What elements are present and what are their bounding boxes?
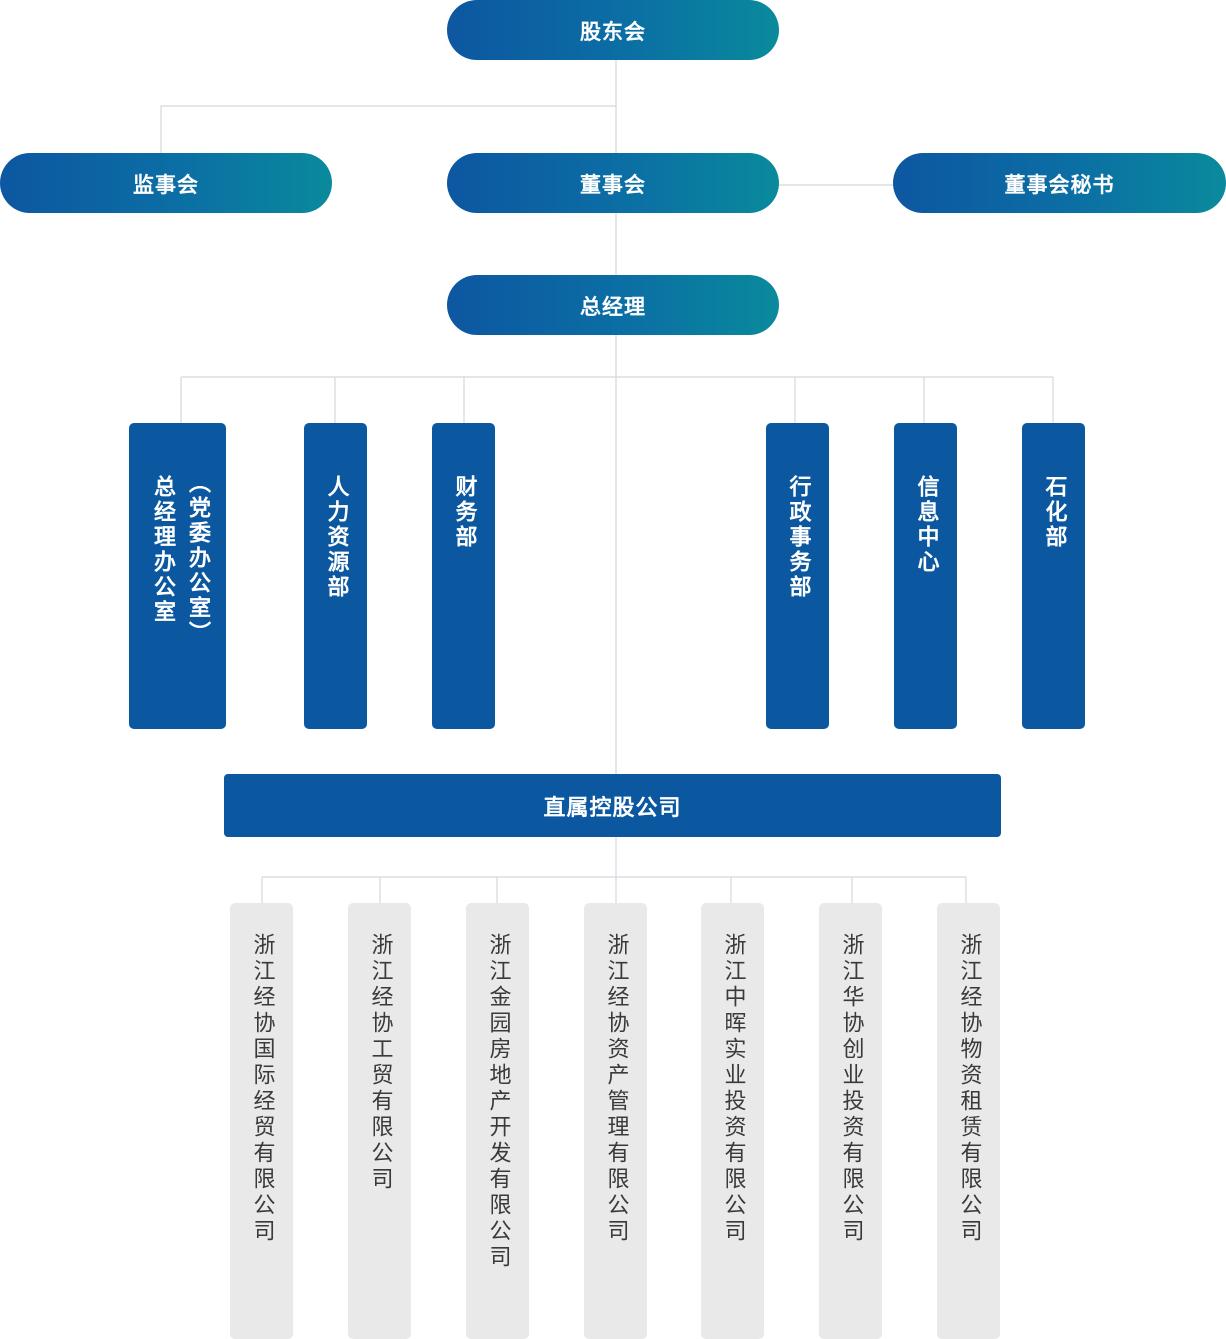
department-label: 信息中心 — [913, 475, 939, 575]
subsidiary-label: 浙江经协国际经贸有限公司 — [249, 933, 275, 1245]
department-label: 总经理办公室 — [150, 475, 175, 625]
department-finance: 财务部 — [432, 423, 495, 729]
department-label: 行政事务部 — [785, 475, 811, 600]
shareholders-node: 股东会 — [447, 0, 779, 60]
subsidiary-label: 浙江经协资产管理有限公司 — [603, 933, 629, 1245]
subsidiary-card: 浙江经协物资租赁有限公司 — [937, 903, 1000, 1339]
department-label: 财务部 — [451, 475, 477, 550]
subsidiary-label: 浙江中晖实业投资有限公司 — [720, 933, 746, 1245]
subsidiary-card: 浙江经协工贸有限公司 — [348, 903, 411, 1339]
general-manager-node: 总经理 — [447, 275, 779, 335]
department-label: 石化部 — [1041, 475, 1067, 550]
supervisors-node: 监事会 — [0, 153, 332, 213]
subsidiary-card: 浙江华协创业投资有限公司 — [819, 903, 882, 1339]
subsidiary-label: 浙江金园房地产开发有限公司 — [485, 933, 511, 1271]
subsidiary-label: 浙江华协创业投资有限公司 — [838, 933, 864, 1245]
holding-company-bar: 直属控股公司 — [224, 774, 1001, 837]
department-admin: 行政事务部 — [766, 423, 829, 729]
subsidiary-card: 浙江经协资产管理有限公司 — [584, 903, 647, 1339]
board-node: 董事会 — [447, 153, 779, 213]
department-label: 人力资源部 — [323, 475, 349, 600]
department-hr: 人力资源部 — [304, 423, 367, 729]
department-petrochemical: 石化部 — [1022, 423, 1085, 729]
board-secretary-node: 董事会秘书 — [893, 153, 1226, 213]
department-info-center: 信息中心 — [894, 423, 957, 729]
subsidiary-card: 浙江金园房地产开发有限公司 — [466, 903, 529, 1339]
subsidiary-label: 浙江经协工贸有限公司 — [367, 933, 393, 1193]
department-label: （党委办公室） — [185, 471, 210, 646]
subsidiary-label: 浙江经协物资租赁有限公司 — [956, 933, 982, 1245]
subsidiary-card: 浙江中晖实业投资有限公司 — [701, 903, 764, 1339]
department-gm-office: （党委办公室） 总经理办公室 — [129, 423, 226, 729]
subsidiary-card: 浙江经协国际经贸有限公司 — [230, 903, 293, 1339]
